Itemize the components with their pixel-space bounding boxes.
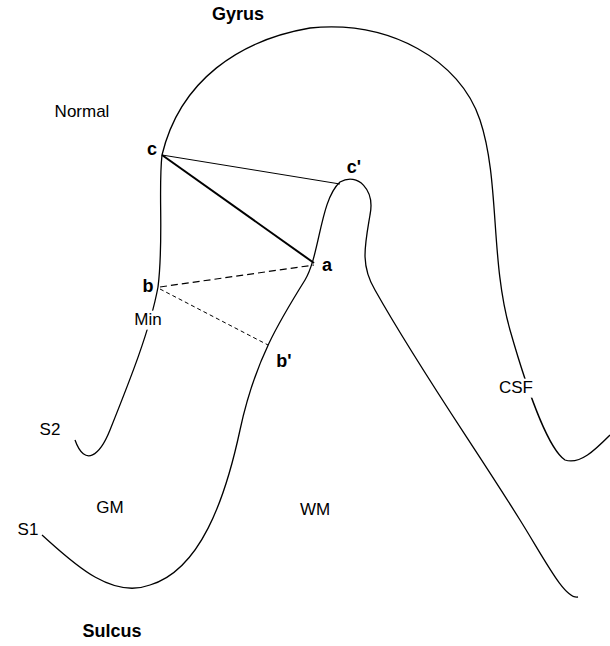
region-label: Sulcus (81, 622, 142, 642)
region-label: b (142, 277, 155, 297)
region-label: CSF (498, 379, 534, 398)
region-label: S1 (17, 521, 40, 540)
min-line (160, 265, 314, 287)
min-line (160, 289, 268, 345)
region-label: b' (275, 352, 292, 372)
region-label: a (321, 256, 333, 276)
outer-surface (75, 27, 610, 461)
region-label: S2 (39, 421, 62, 440)
region-label: WM (299, 501, 331, 520)
region-label: Normal (54, 103, 111, 122)
normal-line (162, 155, 340, 184)
region-label: Gyrus (211, 5, 265, 25)
region-label: GM (95, 499, 124, 518)
normal-line (162, 155, 314, 263)
region-label: c (146, 140, 158, 160)
region-label: c' (346, 158, 362, 178)
region-label: Min (133, 311, 162, 330)
inner-surface (42, 179, 578, 597)
